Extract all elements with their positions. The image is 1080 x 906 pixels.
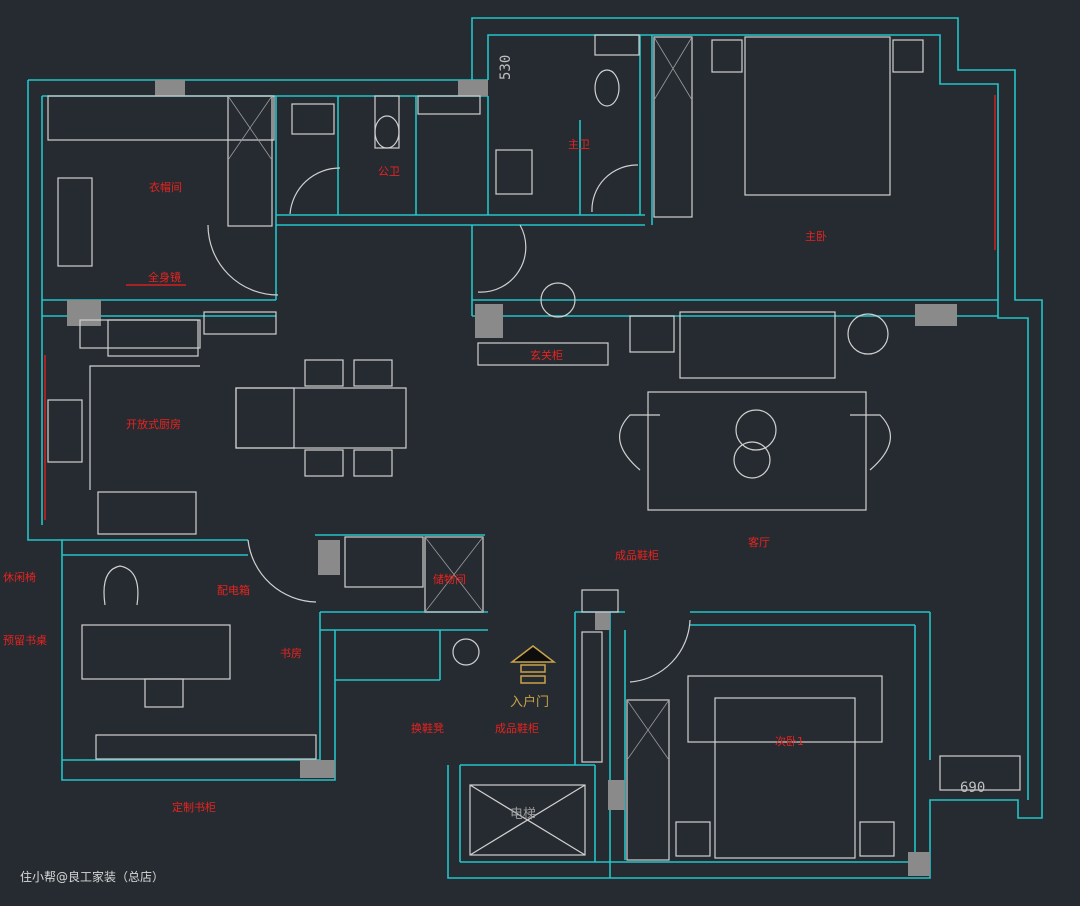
label-elevator: 电梯 (510, 807, 537, 822)
label-master-bedroom: 主卧 (805, 230, 827, 243)
furniture (47, 34, 1021, 861)
label-electric-box: 配电箱 (217, 584, 250, 597)
label-shoe-cabinet-bottom: 成品鞋柜 (495, 722, 539, 735)
label-master-bath: 主卫 (568, 138, 590, 151)
label-guest-bath: 公卫 (378, 165, 400, 178)
label-open-kitchen: 开放式厨房 (126, 418, 181, 431)
columns (67, 80, 957, 876)
label-custom-bookcase: 定制书柜 (172, 801, 216, 814)
entrance-arrow-icon (509, 645, 557, 684)
label-storage: 储物间 (433, 573, 466, 586)
label-shoe-cabinet-top: 成品鞋柜 (615, 549, 659, 562)
label-foyer-cabinet: 玄关柜 (530, 349, 563, 362)
dimension-bottom-right: 690 (960, 780, 986, 796)
label-cloakroom: 衣帽间 (149, 181, 182, 194)
walls (27, 17, 1043, 879)
dimension-top: 530 (498, 54, 514, 80)
label-living-room: 客厅 (748, 536, 770, 549)
label-reserved-desk: 预留书桌 (3, 634, 47, 647)
label-shoe-bench: 换鞋凳 (411, 722, 444, 735)
label-lounge-chair: 休闲椅 (3, 571, 36, 584)
label-second-bedroom: 次卧1 (775, 735, 804, 748)
cross-marks (227, 36, 693, 761)
watermark: 住小帮@良工家装（总店） (20, 870, 165, 884)
label-study: 书房 (280, 647, 302, 660)
label-entrance: 入户门 (510, 695, 550, 710)
label-full-mirror: 全身镜 (148, 271, 181, 284)
window-lines (44, 95, 996, 520)
